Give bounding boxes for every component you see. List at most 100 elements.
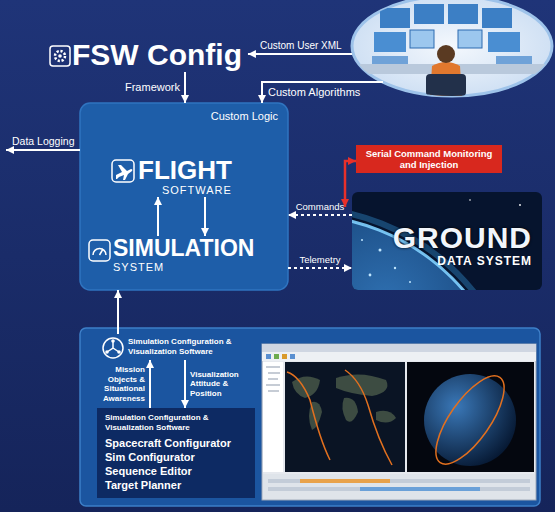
ground-box: GROUNDDATA SYSTEM xyxy=(352,192,542,290)
timeline-track xyxy=(268,479,530,483)
edge-label: Visualization Attitude & Position xyxy=(190,370,248,399)
earth-image xyxy=(78,192,542,512)
monitor xyxy=(374,32,406,52)
continent xyxy=(336,374,387,396)
flow-arrow xyxy=(184,72,186,103)
block-title: FLIGHT xyxy=(138,156,232,184)
continent xyxy=(292,376,320,398)
control-room xyxy=(360,4,550,96)
monitor xyxy=(380,8,410,28)
list-item: Spacecraft Configurator xyxy=(105,436,247,450)
tool-icon xyxy=(266,354,271,359)
software-screenshot xyxy=(262,344,536,500)
continent xyxy=(376,411,396,423)
tool-icon xyxy=(290,354,295,359)
list-item: Sequence Editor xyxy=(105,464,247,478)
xml-arrow xyxy=(248,53,352,55)
software-block: SIMULATIONSYSTEM xyxy=(113,236,254,274)
monitor xyxy=(488,32,520,52)
timeline-bar xyxy=(360,487,480,491)
timeline-bar xyxy=(300,479,390,483)
timeline-track xyxy=(268,487,530,491)
ground-track xyxy=(287,370,392,465)
timeline xyxy=(263,474,535,499)
system-box: Custom LogicFLIGHTSOFTWARE SIMULATIONSYST… xyxy=(80,103,288,290)
icon-ring xyxy=(103,338,123,358)
icon-frame xyxy=(89,240,110,261)
arrow-label: Data Logging xyxy=(12,135,74,147)
gauge xyxy=(93,249,106,256)
monitor xyxy=(458,30,482,48)
system-panel xyxy=(80,103,288,290)
block-subtitle: SYSTEM xyxy=(113,261,254,274)
list-item: Sim Configurator xyxy=(105,450,247,464)
block-subtitle: SOFTWARE xyxy=(138,184,232,197)
gauge-icon xyxy=(89,240,110,261)
block-subtitle: DATA SYSTEM xyxy=(352,254,532,268)
box-label: Custom Logic xyxy=(80,103,288,122)
heading-text: Simulation Configuration & Visualization… xyxy=(105,413,247,433)
tree-rows xyxy=(266,367,280,391)
algorithms-arrow xyxy=(262,82,383,103)
block-title: GROUND xyxy=(352,222,532,254)
icon-dot xyxy=(111,339,115,343)
network-icon xyxy=(103,338,123,358)
monitor xyxy=(448,4,478,24)
flow-arrow xyxy=(117,290,119,334)
monitor xyxy=(414,4,444,24)
keyboard xyxy=(372,56,408,64)
map-view xyxy=(285,362,405,472)
tree-panel xyxy=(263,362,283,472)
plane xyxy=(116,165,132,180)
edge-label: Mission Objects & Situational Awareness xyxy=(97,365,145,403)
arrow-label: Custom Algorithms xyxy=(268,86,360,99)
needle xyxy=(100,249,104,255)
plane-icon xyxy=(112,160,134,182)
globe-view xyxy=(407,362,534,472)
flow-arrow xyxy=(184,360,186,408)
dotted-arrow xyxy=(288,214,352,216)
software-block: FLIGHTSOFTWARE xyxy=(138,156,232,197)
tool-list-box: Simulation Configuration & Visualization… xyxy=(97,408,255,498)
orbit xyxy=(424,366,516,474)
window xyxy=(262,344,536,500)
heading-text: FSW Config xyxy=(72,38,242,72)
gear xyxy=(55,51,65,61)
box-label: Serial Command Monitoring and Injection xyxy=(360,148,498,170)
city-light xyxy=(379,249,382,252)
city-light xyxy=(369,274,372,277)
icon-frame xyxy=(50,46,70,66)
edge-label: Telemetry xyxy=(299,254,340,265)
arrow-label: Custom User XML xyxy=(260,40,342,52)
gear-hub xyxy=(58,54,62,58)
icon-frame xyxy=(112,160,134,182)
panel-heading: Simulation Configuration & Visualization… xyxy=(100,334,250,360)
tool-icon xyxy=(282,354,287,359)
config-heading: FSW Config xyxy=(72,38,242,72)
flow-arrow xyxy=(149,360,151,408)
dotted-arrow xyxy=(288,267,352,269)
process-box: Serial Command Monitoring and Injection xyxy=(356,145,502,173)
city-light xyxy=(394,267,396,269)
list-item: Target Planner xyxy=(105,478,247,492)
tool-icon xyxy=(274,354,279,359)
icon-dot xyxy=(105,350,109,354)
injection-arrow xyxy=(345,161,356,207)
config-panel xyxy=(80,328,540,506)
star xyxy=(469,199,471,201)
globe xyxy=(424,374,516,466)
keyboard xyxy=(496,56,532,64)
heading-text: Simulation Configuration & Visualization… xyxy=(128,337,250,357)
flow-arrow xyxy=(204,197,206,236)
star xyxy=(519,204,521,206)
flow-arrow xyxy=(157,197,159,236)
logging-arrow xyxy=(6,149,80,151)
title-bar xyxy=(262,344,536,352)
city-light xyxy=(409,281,411,283)
toolbar xyxy=(262,352,536,361)
city-light xyxy=(361,239,363,241)
edge-label: Framework xyxy=(125,81,180,94)
monitor xyxy=(410,30,434,48)
